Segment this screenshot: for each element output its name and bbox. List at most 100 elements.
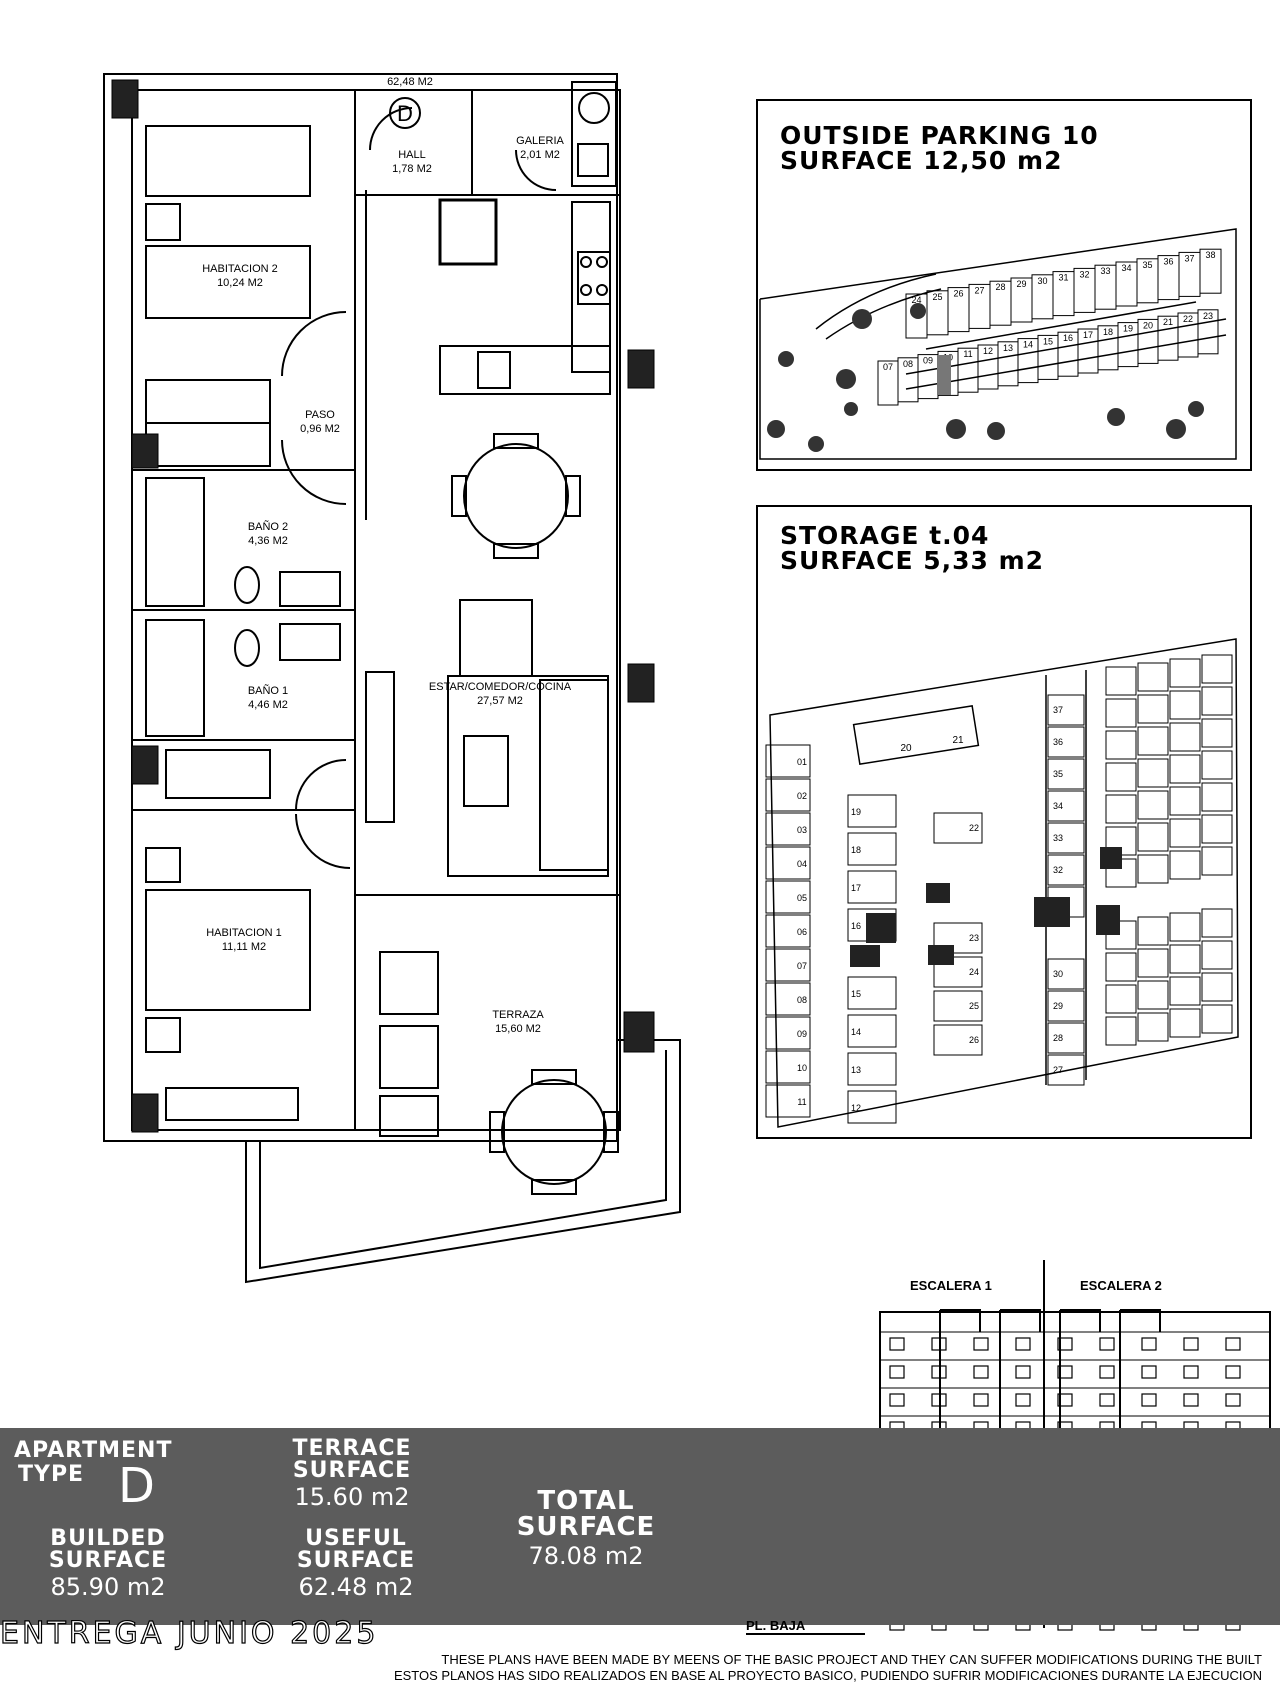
storage-spot-08: 08 (797, 995, 807, 1005)
parking-spot-23: 23 (1203, 311, 1213, 321)
storage-box-cell (1047, 990, 1085, 1022)
parking-spot-37: 37 (1184, 253, 1194, 263)
parking-spot-17: 17 (1083, 330, 1093, 340)
storage-spot-18: 18 (851, 845, 861, 855)
storage-grid-cell (1169, 912, 1201, 942)
storage-grid-cell (1105, 730, 1137, 760)
storage-spot-28: 28 (1053, 1033, 1063, 1043)
bano1-area: 4,46 M2 (248, 699, 288, 711)
storage-grid-cell (1137, 916, 1169, 946)
elevation-window (1141, 1337, 1157, 1351)
estar-name: ESTAR/COMEDOR/COCINA (429, 681, 572, 693)
storage-title-1: STORAGE t.04 (780, 521, 990, 550)
elevation-window (1099, 1393, 1115, 1407)
storage-box-cell (765, 880, 811, 914)
parking-spot-38: 38 (1205, 250, 1215, 260)
parking-spot-29: 29 (1016, 279, 1026, 289)
storage-grid-cell (1201, 750, 1233, 780)
storage-box-cell (1047, 726, 1085, 758)
parking-spot-21: 21 (1163, 317, 1173, 327)
storage-box-cell (847, 1014, 897, 1048)
parking-spot-30: 30 (1037, 276, 1047, 286)
summary-band (0, 1428, 1280, 1625)
storage-spot-02: 02 (797, 791, 807, 801)
storage-grid-cell (1105, 666, 1137, 696)
storage-spot-16: 16 (851, 921, 861, 931)
storage-grid-cell (1169, 818, 1201, 848)
parking-spot-34: 34 (1121, 263, 1131, 273)
storage-box-cell (1047, 822, 1085, 854)
storage-box-cell (765, 846, 811, 880)
terraza-area: 15,60 M2 (495, 1023, 541, 1035)
elevation-window (1225, 1393, 1241, 1407)
galeria-area: 2,01 M2 (520, 149, 560, 161)
parking-spot-20: 20 (1143, 320, 1153, 330)
parking-spot-13: 13 (1003, 343, 1013, 353)
storage-grid-cell (1105, 762, 1137, 792)
storage-spot-06: 06 (797, 927, 807, 937)
builded-value: 85.90 m2 (50, 1573, 166, 1601)
paso-area: 0,96 M2 (300, 423, 340, 435)
parking-spot-24: 24 (911, 295, 921, 305)
storage-grid-cell (1137, 948, 1169, 978)
storage-grid-cell (1105, 794, 1137, 824)
storage-box-cell (765, 744, 811, 778)
parking-spot-25: 25 (932, 292, 942, 302)
elevation-window (1099, 1337, 1115, 1351)
storage-spot-19: 19 (851, 807, 861, 817)
storage-grid-cell (1169, 722, 1201, 752)
storage-box-cell (847, 870, 897, 904)
hall-name: HALL (398, 149, 426, 161)
hab2-name: HABITACION 2 (202, 263, 278, 275)
storage-box-cell (765, 1084, 811, 1118)
parking-spot-15: 15 (1043, 336, 1053, 346)
storage-grid-cell (1169, 754, 1201, 784)
hab2-area: 10,24 M2 (217, 277, 263, 289)
storage-grid-cell (1201, 654, 1233, 684)
storage-grid-cell (1169, 1008, 1201, 1038)
storage-grid-cell (1105, 698, 1137, 728)
storage-box-cell (1047, 958, 1085, 990)
storage-spot-13: 13 (851, 1065, 861, 1075)
storage-title-2: SURFACE 5,33 m2 (780, 546, 1045, 575)
storage-box-cell (765, 948, 811, 982)
ground-floor-label: PL. BAJA (746, 1618, 866, 1635)
parking-spot-19: 19 (1123, 324, 1133, 334)
storage-grid-cell (1201, 718, 1233, 748)
parking-spot-22: 22 (1183, 314, 1193, 324)
storage-spot-01: 01 (797, 757, 807, 767)
door-letter: D (397, 101, 413, 126)
storage-spot-32: 32 (1053, 865, 1063, 875)
parking-spot-09: 09 (923, 356, 933, 366)
storage-spot-34: 34 (1053, 801, 1063, 811)
elevation-window (1015, 1393, 1031, 1407)
parking-spot-28: 28 (995, 282, 1005, 292)
storage-box-cell (1047, 854, 1085, 886)
stair-1-label: ESCALERA 1 (910, 1278, 992, 1293)
storage-spot-17: 17 (851, 883, 861, 893)
parking-spot-08: 08 (903, 359, 913, 369)
apartment-type-block: APARTMENT TYPE (14, 1440, 172, 1486)
elevation-window (1015, 1365, 1031, 1379)
storage-box-cell (847, 794, 897, 828)
parking-spot-36: 36 (1163, 257, 1173, 267)
elevation-window (1225, 1365, 1241, 1379)
elevation-window (1057, 1337, 1073, 1351)
parking-lower-spots: 0708091011121314151617181920212223 (877, 309, 1219, 406)
elevation-window (1141, 1365, 1157, 1379)
storage-grid-cell (1201, 846, 1233, 876)
elevation-window (889, 1337, 905, 1351)
parking-spot-18: 18 (1103, 327, 1113, 337)
storage-grid-cell (1169, 976, 1201, 1006)
disclaimer-es: ESTOS PLANOS HAS SIDO REALIZADOS EN BASE… (393, 1668, 1262, 1683)
storage-grid-cell (1137, 854, 1169, 884)
storage-spot-10: 10 (797, 1063, 807, 1073)
storage-grid-cell (1201, 908, 1233, 938)
storage-box-cell (933, 1024, 983, 1056)
storage-spot-22: 22 (969, 823, 979, 833)
elevation-window (889, 1365, 905, 1379)
storage-spot-21: 21 (952, 735, 964, 746)
